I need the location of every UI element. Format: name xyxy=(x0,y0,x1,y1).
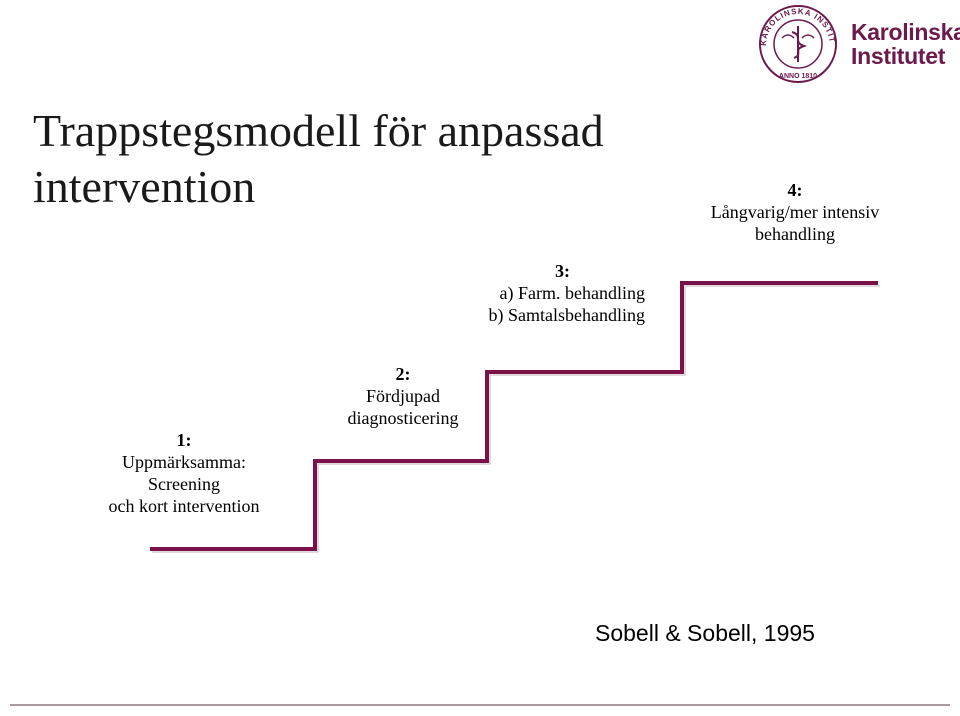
karolinska-logo: KAROLINSKA INSTITUTET ANNO 1810 Karolins… xyxy=(753,0,960,86)
title-line-1: Trappstegsmodell för anpassad xyxy=(33,105,604,156)
step-1-label: 1: Uppmärksamma: Screening och kort inte… xyxy=(62,429,306,517)
citation: Sobell & Sobell, 1995 xyxy=(595,620,815,646)
staircase-line xyxy=(150,281,878,551)
step-4-number: 4: xyxy=(787,180,803,200)
step-1-line-2: Screening xyxy=(148,474,220,494)
step-1-line-3: och kort intervention xyxy=(108,496,260,516)
step-3-line-2: b) Samtalsbehandling xyxy=(488,305,645,325)
step-3-line-1: a) Farm. behandling xyxy=(499,283,645,303)
title-line-2: intervention xyxy=(33,161,256,212)
logo-wordmark: Karolinska Institutet xyxy=(851,20,960,68)
step-1-line-1: Uppmärksamma: xyxy=(122,452,246,472)
step-3-label: 3: a) Farm. behandling b) Samtalsbehandl… xyxy=(430,260,645,326)
step-1-number: 1: xyxy=(176,430,192,450)
seal-icon: KAROLINSKA INSTITUTET ANNO 1810 xyxy=(753,0,837,83)
step-2-label: 2: Fördjupad diagnosticering xyxy=(318,363,488,429)
step-3-number: 3: xyxy=(555,261,570,281)
step-4-line-1: Långvarig/mer intensiv xyxy=(710,202,880,222)
logo-name-line-2: Institutet xyxy=(851,43,946,69)
staircase-shadow xyxy=(152,285,880,553)
bottom-divider xyxy=(10,704,950,706)
step-4-line-2: behandling xyxy=(755,224,835,244)
svg-text:ANNO 1810: ANNO 1810 xyxy=(779,73,817,80)
step-2-line-2: diagnosticering xyxy=(347,408,459,428)
logo-name-line-1: Karolinska xyxy=(851,19,960,45)
page-title: Trappstegsmodell för anpassad interventi… xyxy=(33,103,733,215)
step-2-number: 2: xyxy=(395,364,411,384)
step-2-line-1: Fördjupad xyxy=(366,386,440,406)
step-4-label: 4: Långvarig/mer intensiv behandling xyxy=(680,179,910,245)
